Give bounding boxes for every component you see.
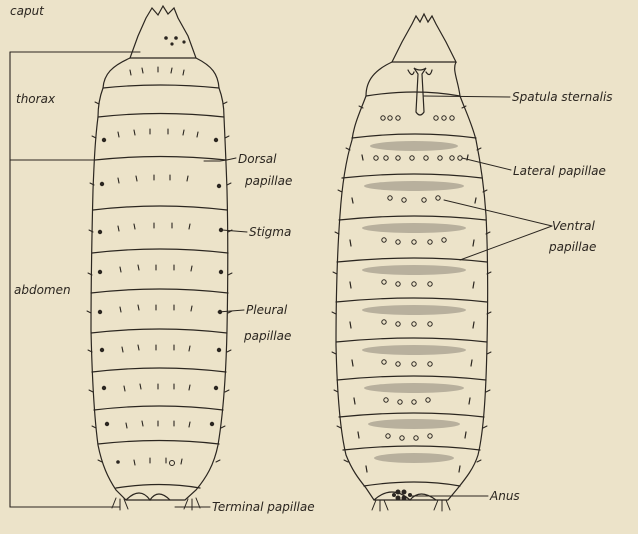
leader-lines <box>175 96 552 507</box>
ventral-view-larva <box>332 14 491 511</box>
label-ventral-papillae-line1: Ventral <box>552 219 595 233</box>
label-dorsal-papillae-line2: papillae <box>245 174 292 188</box>
leader-lateral-papillae <box>462 158 511 170</box>
dorsal-dots <box>98 36 223 464</box>
label-lateral-papillae: Lateral papillae <box>513 164 606 178</box>
ventral-stipple-bands <box>362 141 466 463</box>
label-spatula-sternalis: Spatula sternalis <box>512 90 613 104</box>
label-pleural-papillae-line1: Pleural <box>246 303 287 317</box>
region-brackets <box>10 52 140 507</box>
leader-stigma <box>222 230 247 232</box>
leader-ventral-papillae-a <box>444 200 552 226</box>
dorsal-body-outline <box>91 58 228 500</box>
leader-spatula-sternalis <box>424 96 510 97</box>
dorsal-terminal-papilla <box>170 461 175 466</box>
dorsal-head <box>130 6 196 58</box>
label-thorax: thorax <box>16 92 55 106</box>
label-stigma: Stigma <box>249 225 291 239</box>
label-dorsal-papillae-line1: Dorsal <box>238 152 276 166</box>
dorsal-segment-lines <box>91 85 228 488</box>
ventral-mouth-hooks <box>408 70 432 75</box>
label-terminal-papillae: Terminal papillae <box>212 500 315 514</box>
dorsal-papillae-marks <box>118 67 198 465</box>
label-ventral-papillae-line2: papillae <box>549 240 596 254</box>
label-anus: Anus <box>490 489 520 503</box>
label-abdomen: abdomen <box>14 283 71 297</box>
ventral-terminal-bristles <box>372 500 450 511</box>
dorsal-view-larva <box>87 6 232 510</box>
label-caput: caput <box>10 4 44 18</box>
dorsal-terminal-notch <box>126 493 170 500</box>
thorax-abdomen-bracket <box>10 52 120 507</box>
label-pleural-papillae-line2: papillae <box>244 329 291 343</box>
ventral-head <box>392 14 456 62</box>
